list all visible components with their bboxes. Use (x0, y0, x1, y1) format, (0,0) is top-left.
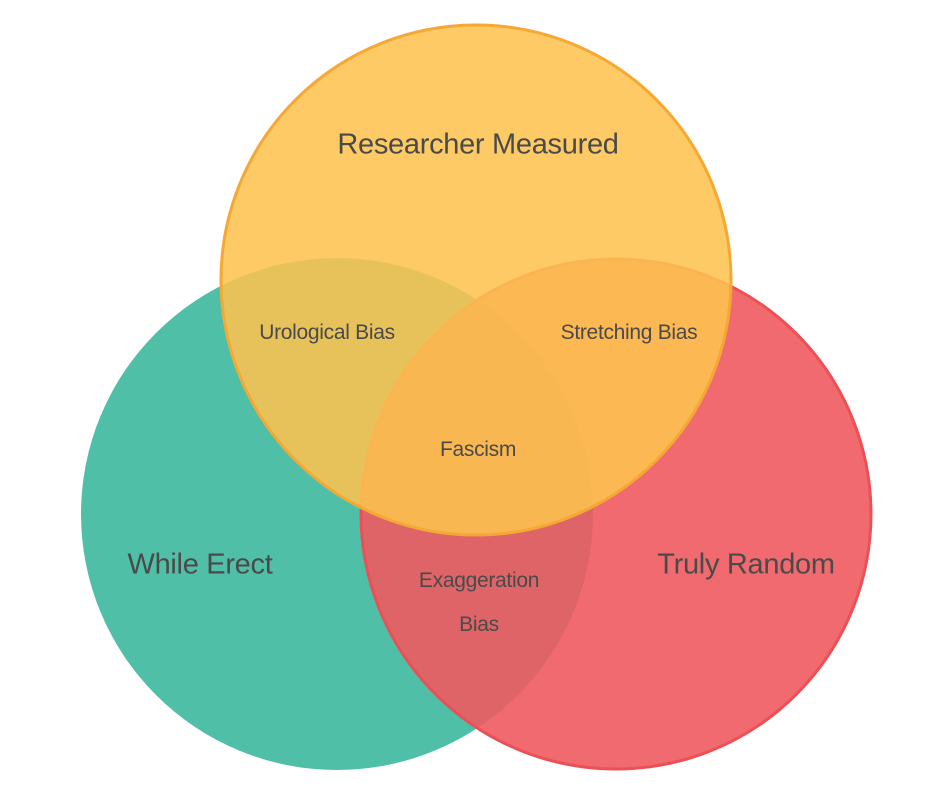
label-stretching-bias: Stretching Bias (560, 321, 698, 344)
label-urological-bias: Urological Bias (259, 321, 395, 344)
label-exaggeration-line2: Bias (459, 613, 499, 636)
label-researcher-measured: Researcher Measured (337, 128, 619, 161)
label-fascism: Fascism (439, 438, 517, 461)
label-truly-random: Truly Random (657, 548, 835, 581)
label-exaggeration-line1: Exaggeration (418, 569, 540, 592)
label-while-erect: While Erect (127, 548, 273, 581)
venn-circle-researcher-measured (219, 23, 733, 537)
